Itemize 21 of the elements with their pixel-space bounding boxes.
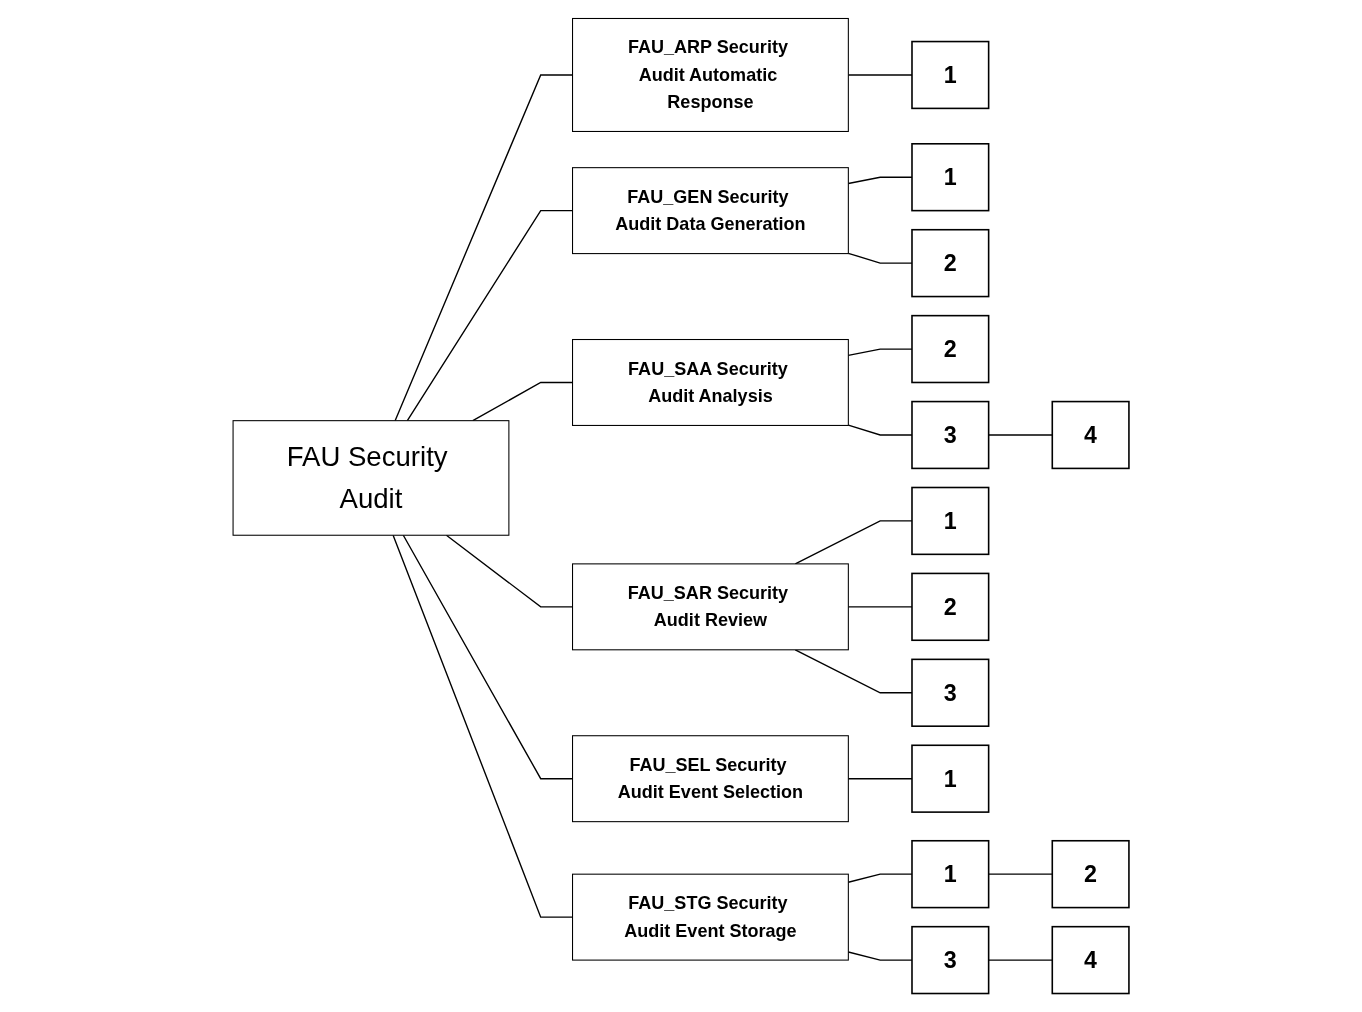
node-box: 1 [911,40,990,110]
node-box: 1 [911,839,990,909]
node-box: 1 [911,744,990,813]
node-box: FAU_GEN Security Audit Data Generation [572,167,849,255]
node-box: 4 [1051,400,1130,470]
node-box: FAU_STG Security Audit Event Storage [572,873,849,961]
node-box: 3 [911,925,990,995]
node-box: FAU_ARP Security Audit Automatic Response [572,17,849,132]
node-box: 1 [911,143,990,212]
node-box: 3 [911,400,990,470]
node-box: 2 [911,228,990,298]
node-box: FAU_SAA Security Audit Analysis [572,339,849,426]
node-box: FAU_SAR Security Audit Review [572,563,849,651]
node-box: 2 [911,572,990,642]
node-box: FAU_SEL Security Audit Event Selection [572,735,849,823]
node-box: 4 [1051,925,1130,995]
node-box: 3 [911,658,990,727]
node-box: 1 [911,486,990,556]
node-box: FAU Security Audit [232,420,510,536]
node-box: 2 [911,314,990,384]
node-box: 2 [1051,839,1130,909]
